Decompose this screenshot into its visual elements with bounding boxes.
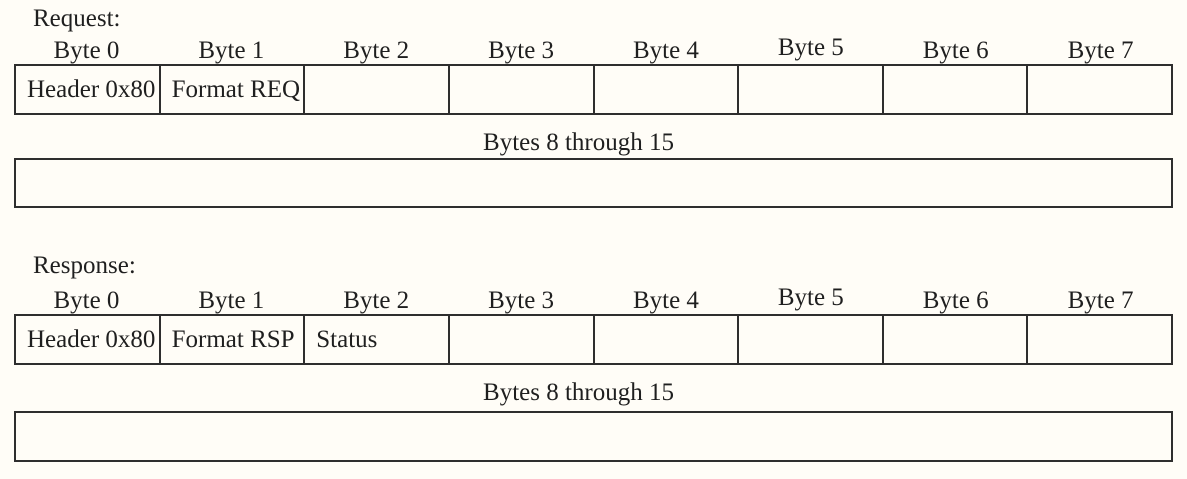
byte-column-header: Byte 0: [14, 288, 159, 313]
byte-column-header-label: Byte 6: [922, 287, 989, 314]
byte-column-header: Byte 2: [304, 288, 449, 313]
response-label: Response:: [33, 252, 136, 279]
byte-column-header-label: Byte 4: [632, 287, 699, 314]
byte-column-header-label: Byte 0: [53, 37, 120, 64]
response-byte-header-row: Byte 0 Byte 1 Byte 2 Byte 3 Byte 4 Byte …: [14, 285, 1173, 313]
byte-column-header-label: Byte 3: [488, 287, 555, 314]
request-label: Request:: [33, 5, 121, 32]
byte-cell: Header 0x80: [16, 66, 161, 113]
byte-column-header-label: Byte 5: [777, 34, 844, 61]
byte-column-header-label: Byte 4: [632, 37, 699, 64]
byte-column-header: Byte 5: [738, 35, 883, 63]
byte-column-header: Byte 2: [304, 38, 449, 63]
byte-column-header: Byte 0: [14, 38, 159, 63]
byte-column-header-label: Byte 7: [1067, 37, 1134, 64]
byte-column-header-label: Byte 2: [343, 37, 410, 64]
byte-cell: [595, 316, 740, 363]
byte-column-header: Byte 6: [883, 288, 1028, 313]
byte-cell: [305, 66, 450, 113]
byte-column-header: Byte 5: [738, 285, 883, 313]
byte-cell: Header 0x80: [16, 316, 161, 363]
byte-column-header-label: Byte 1: [198, 37, 265, 64]
bytes-8-15-box: [14, 411, 1173, 462]
byte-column-header-label: Byte 3: [488, 37, 555, 64]
response-byte-row: Header 0x80 Format RSP Status: [14, 314, 1173, 365]
byte-column-header: Byte 3: [449, 288, 594, 313]
byte-cell: [1028, 66, 1171, 113]
byte-column-header: Byte 3: [449, 38, 594, 63]
byte-column-header: Byte 1: [159, 288, 304, 313]
bytes-8-15-label: Bytes 8 through 15: [14, 130, 1173, 155]
bytes-8-15-label-text: Bytes 8 through 15: [483, 379, 674, 406]
byte-column-header: Byte 4: [594, 38, 739, 63]
byte-column-header: Byte 4: [594, 288, 739, 313]
byte-cell: [450, 316, 595, 363]
byte-column-header-label: Byte 6: [922, 37, 989, 64]
bytes-8-15-label-text: Bytes 8 through 15: [483, 129, 674, 156]
byte-column-header: Byte 7: [1028, 288, 1173, 313]
byte-column-header-label: Byte 0: [53, 287, 120, 314]
request-byte-row: Header 0x80 Format REQ: [14, 64, 1173, 115]
byte-column-header-label: Byte 5: [777, 284, 844, 311]
byte-column-header-label: Byte 1: [198, 287, 265, 314]
bytes-8-15-box: [14, 158, 1173, 208]
byte-column-header: Byte 1: [159, 38, 304, 63]
byte-cell: Format REQ: [161, 66, 306, 113]
byte-cell: [884, 66, 1029, 113]
bytes-8-15-label: Bytes 8 through 15: [14, 380, 1173, 405]
byte-column-header: Byte 6: [883, 38, 1028, 63]
byte-column-header: Byte 7: [1028, 38, 1173, 63]
byte-column-header-label: Byte 7: [1067, 287, 1134, 314]
byte-cell: Status: [305, 316, 450, 363]
byte-cell: [595, 66, 740, 113]
byte-cell: [450, 66, 595, 113]
byte-cell: [739, 316, 884, 363]
byte-cell: [739, 66, 884, 113]
byte-cell: Format RSP: [161, 316, 306, 363]
byte-column-header-label: Byte 2: [343, 287, 410, 314]
byte-cell: [1028, 316, 1171, 363]
request-byte-header-row: Byte 0 Byte 1 Byte 2 Byte 3 Byte 4 Byte …: [14, 35, 1173, 63]
byte-cell: [884, 316, 1029, 363]
